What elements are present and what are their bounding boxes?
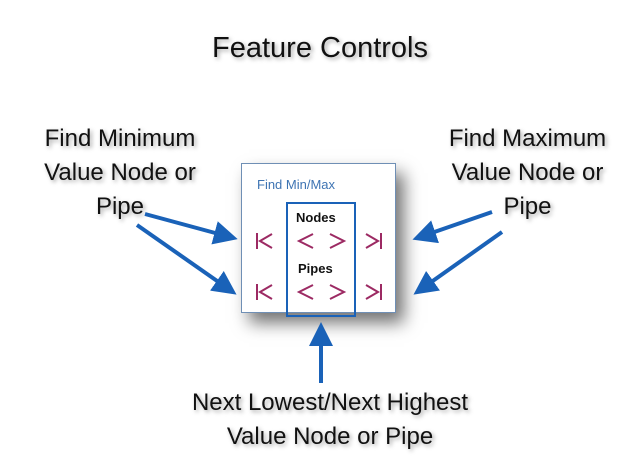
callout-line: Pipe [503,193,552,220]
nodes-next-button[interactable] [326,229,348,253]
callout-line: Next Lowest/Next Highest [191,389,469,416]
callout-find-minimum: Find Minimum Value Node or Pipe [0,122,240,224]
callout-line: Pipe [95,193,145,220]
previous-icon [296,233,314,249]
callout-next-lowest-highest: Next Lowest/Next Highest Value Node or P… [130,386,530,454]
next-icon [329,233,347,249]
callout-line: Find Minimum [44,125,196,152]
skip-first-icon [256,233,273,249]
pipes-find-max-button[interactable] [362,280,384,304]
skip-last-icon [365,284,382,300]
callout-line: Find Maximum [448,125,607,152]
arrow-to-pipes-min [135,223,237,295]
nodes-find-max-button[interactable] [362,229,384,253]
pipes-label: Pipes [298,261,333,276]
skip-last-icon [365,233,382,249]
skip-first-icon [256,284,273,300]
next-icon [329,284,347,300]
pipes-previous-button[interactable] [295,280,317,304]
callout-find-maximum: Find Maximum Value Node or Pipe [415,122,640,224]
panel-title: Find Min/Max [257,177,336,192]
previous-icon [296,284,314,300]
pipes-find-min-button[interactable] [254,280,276,304]
callout-line: Value Node or [44,159,196,186]
nodes-previous-button[interactable] [295,229,317,253]
pipes-next-button[interactable] [326,280,348,304]
next-buttons-highlight-box [286,202,356,317]
callout-line: Value Node or [451,159,604,186]
arrow-to-pipes-max [413,230,504,295]
page-title: Feature Controls [212,32,428,64]
callout-line: Value Node or Pipe [226,423,434,450]
nodes-label: Nodes [296,210,336,225]
nodes-find-min-button[interactable] [254,229,276,253]
